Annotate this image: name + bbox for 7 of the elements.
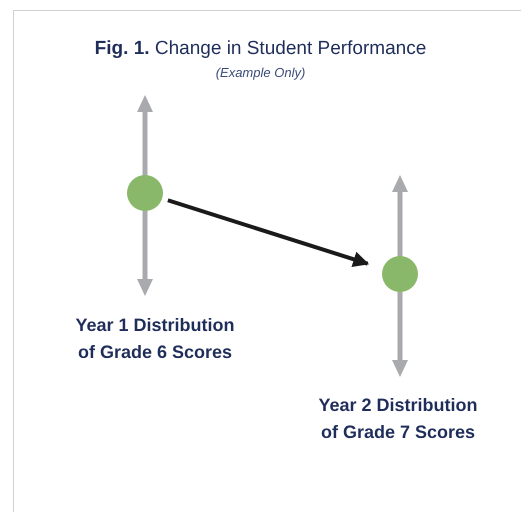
circle-marker	[127, 175, 163, 211]
distribution-label: Year 1 Distribution of Grade 6 Scores	[75, 314, 235, 364]
circle-marker	[382, 256, 418, 292]
arrow	[167, 198, 370, 267]
figure-subtitle: (Example Only)	[214, 65, 306, 80]
distribution-label: Year 2 Distribution of Grade 7 Scores	[318, 394, 478, 444]
figure-title: Fig. 1. Change in Student Performance	[94, 38, 428, 60]
